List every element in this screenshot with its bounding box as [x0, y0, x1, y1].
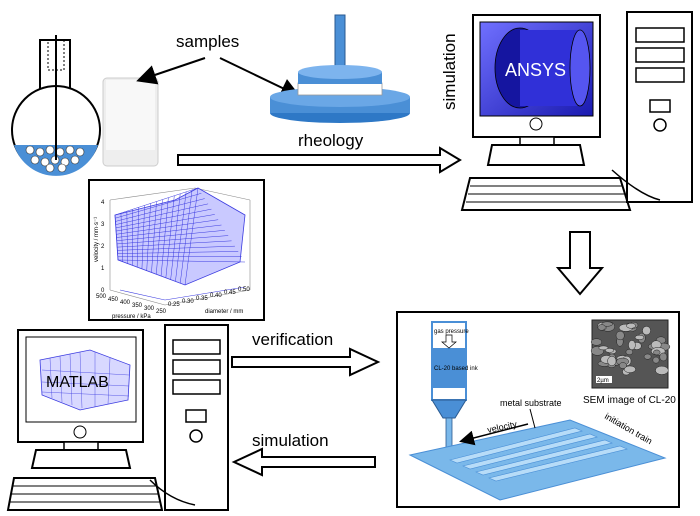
z-tick: 2	[101, 244, 105, 250]
plot-xlabel: pressure / kPa	[112, 314, 151, 320]
sem-scale-label: 2µm	[597, 378, 609, 384]
samples-label: samples	[176, 32, 239, 51]
z-tick: 3	[101, 222, 105, 228]
simulation-bottom-label: simulation	[252, 431, 329, 450]
rheometer-icon	[270, 14, 410, 123]
samples-arrow-to-rheometer	[219, 57, 301, 98]
metal-substrate-label: metal substrate	[500, 398, 562, 408]
rheology-label: rheology	[298, 131, 364, 150]
arrow-simulation-left	[231, 447, 376, 477]
ink-label: CL-20 based ink	[434, 366, 479, 372]
verification-label: verification	[252, 330, 333, 349]
ansys-screen-label: ANSYS	[505, 60, 566, 80]
matlab-screen-label: MATLAB	[46, 374, 109, 391]
y-tick: 0.35	[196, 296, 208, 302]
y-tick: 0.45	[224, 290, 236, 296]
simulation-top-label: simulation	[440, 33, 459, 110]
z-tick: 4	[101, 200, 105, 206]
x-tick: 250	[156, 309, 167, 315]
gas-pressure-arrow	[441, 334, 457, 349]
sem-image-label: SEM image of CL-20	[583, 395, 676, 406]
matlab-computer-icon: MATLAB	[6, 324, 229, 511]
x-tick: 450	[108, 297, 119, 303]
y-tick: 0.50	[238, 287, 250, 293]
arrow-to-ansys	[177, 146, 462, 174]
x-tick: 500	[96, 294, 107, 300]
y-tick: 0.30	[182, 299, 194, 305]
x-tick: 300	[144, 306, 155, 312]
ansys-computer-icon: ANSYS	[460, 11, 693, 211]
plot-ylabel: diameter / mm	[205, 309, 243, 315]
plot-zlabel: velocity / mm·s⁻¹	[94, 217, 100, 262]
flask-icon	[11, 35, 101, 176]
arrow-down	[555, 231, 605, 296]
gas-pressure-label: gas pressure	[434, 329, 469, 335]
arrow-verification	[231, 347, 381, 377]
samples-arrow-to-beaker	[136, 57, 206, 85]
sample-beaker-icon	[102, 77, 159, 167]
z-tick: 0	[101, 288, 105, 294]
x-tick: 400	[120, 300, 131, 306]
direct-writing-panel: gas pressure CL-20 based ink metal subst…	[396, 311, 680, 508]
metal-substrate-pointer	[529, 408, 536, 429]
velocity-arrow	[459, 423, 529, 446]
velocity-surface-plot: 0 1 2 3 4 velocity / mm·s⁻¹ 500 450 400 …	[88, 179, 265, 321]
x-tick: 350	[132, 303, 143, 309]
y-tick: 0.40	[210, 293, 222, 299]
z-tick: 1	[101, 266, 105, 272]
y-tick: 0.25	[168, 302, 180, 308]
